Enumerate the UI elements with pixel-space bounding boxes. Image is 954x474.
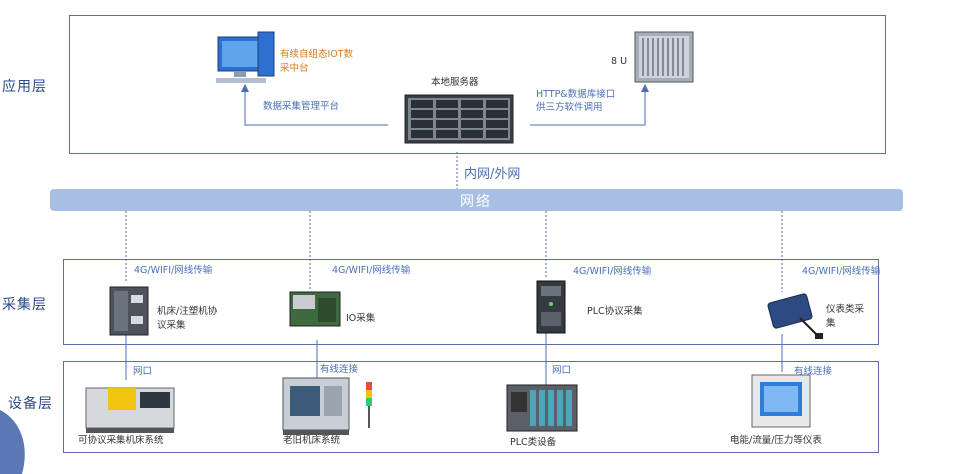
device-layer-box <box>63 361 879 453</box>
transmission-label-1: 4G/WIFI/网线传输 <box>134 265 213 276</box>
server-icon <box>404 94 514 144</box>
power-meter-icon <box>751 374 811 428</box>
server-to-rack-arrow <box>530 84 649 126</box>
signal-tower-light-icon <box>366 382 372 428</box>
rack-chassis-icon <box>634 31 694 83</box>
collection-item-3: PLC协议采集 <box>587 306 643 317</box>
collection-layer-box <box>63 259 879 345</box>
device-layer-label: 设备层 <box>8 396 53 412</box>
machine-tool-icon <box>282 377 350 435</box>
server-label: 本地服务器 <box>431 77 479 88</box>
transmission-label-3: 4G/WIFI/网线传输 <box>573 266 652 277</box>
api-label-line1: HTTP&数据库接口 <box>536 89 616 100</box>
device-item-4: 电能/流量/压力等仪表 <box>730 435 822 446</box>
pc-label-line1: 有续自组态IOT数 <box>280 49 354 60</box>
collection-item-2: IO采集 <box>346 313 376 324</box>
io-module-icon <box>289 291 341 327</box>
device-item-3: PLC类设备 <box>510 437 557 448</box>
injection-machine-icon <box>85 387 175 433</box>
network-bar-label: 网络 <box>460 194 492 210</box>
device-link-label-2: 有线连接 <box>320 364 359 375</box>
pc-icon <box>216 31 275 83</box>
device-link-label-4: 有线连接 <box>794 366 833 377</box>
collection-item-4-line2: 集 <box>826 318 836 329</box>
collection-item-4-line1: 仪表类采 <box>826 304 865 315</box>
device-item-1: 可协议采集机床系统 <box>78 435 164 446</box>
device-item-2: 老旧机床系统 <box>283 435 341 446</box>
rack-label: 8 U <box>611 56 628 67</box>
collection-item-1-line2: 议采集 <box>157 320 186 331</box>
network-link-label: 内网/外网 <box>464 167 521 182</box>
plc-gateway-icon <box>536 280 566 334</box>
collection-item-1-line1: 机床/注塑机协 <box>157 306 218 317</box>
collection-layer-label: 采集层 <box>2 297 47 313</box>
protocol-gateway-icon <box>109 286 149 336</box>
server-to-pc-arrow <box>241 84 388 126</box>
device-link-label-1: 网口 <box>133 366 153 377</box>
platform-label: 数据采集管理平台 <box>263 101 340 112</box>
transmission-label-4: 4G/WIFI/网线传输 <box>802 266 881 277</box>
wireless-dtu-icon <box>767 293 823 339</box>
plc-device-icon <box>506 384 578 432</box>
device-link-label-3: 网口 <box>552 365 572 376</box>
network-bar <box>50 189 903 211</box>
api-label-line2: 供三方软件调用 <box>536 102 603 113</box>
pc-label-line2: 采中台 <box>280 63 309 74</box>
application-layer-label: 应用层 <box>2 79 47 95</box>
transmission-label-2: 4G/WIFI/网线传输 <box>332 265 411 276</box>
